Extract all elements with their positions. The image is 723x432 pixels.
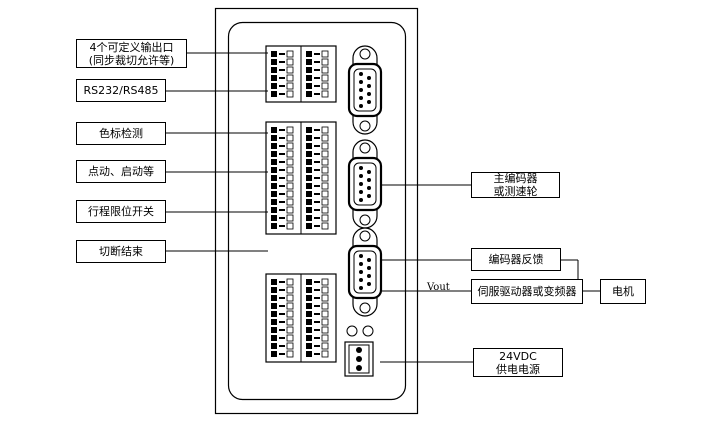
controller-panel xyxy=(227,21,407,401)
terminal-block xyxy=(265,45,337,103)
db9-connector xyxy=(347,45,383,135)
servo-driver-label: 伺服驱动器或变频器 xyxy=(471,279,583,304)
db9-connectors xyxy=(347,45,383,317)
main-encoder-line2: 或测速轮 xyxy=(493,185,538,198)
terminal-block xyxy=(265,273,337,363)
led-indicator xyxy=(346,325,358,337)
power-label-line1: 24VDC xyxy=(499,349,537,363)
power-label-line2: 供电电源 xyxy=(496,362,540,376)
led-indicator xyxy=(362,325,374,337)
main-encoder-line1: 主编码器 xyxy=(493,172,538,185)
jog-start-label-text: 点动、启动等 xyxy=(88,165,154,178)
servo-driver-label-text: 伺服驱动器或变频器 xyxy=(477,285,577,298)
motor-label: 电机 xyxy=(600,279,646,304)
color-mark-label-text: 色标检测 xyxy=(99,127,143,140)
serial-label: RS232/RS485 xyxy=(76,79,166,102)
terminal-blocks xyxy=(265,45,337,363)
db9-connector xyxy=(347,227,383,317)
serial-label-text: RS232/RS485 xyxy=(83,84,159,97)
limit-switch-label-text: 行程限位开关 xyxy=(88,205,154,218)
limit-switch-label: 行程限位开关 xyxy=(76,200,166,223)
encoder-feedback-label-text: 编码器反馈 xyxy=(488,253,544,266)
vout-label: Vout xyxy=(427,282,450,293)
db9-connector xyxy=(347,139,383,229)
power-connector xyxy=(344,341,374,377)
main-encoder-label: 主编码器 或测速轮 xyxy=(471,172,560,198)
outputs-label-line2: (同步裁切允许等) xyxy=(88,53,175,67)
terminal-block xyxy=(265,121,337,235)
cut-off-label: 切断结束 xyxy=(76,240,166,263)
jog-start-label: 点动、启动等 xyxy=(76,160,166,183)
power-label: 24VDC 供电电源 xyxy=(473,348,563,377)
outputs-label: 4个可定义输出口 (同步裁切允许等) xyxy=(76,39,187,68)
color-mark-label: 色标检测 xyxy=(76,122,166,145)
cut-off-label-text: 切断结束 xyxy=(99,245,143,258)
encoder-feedback-label: 编码器反馈 xyxy=(471,248,561,271)
outputs-label-line1: 4个可定义输出口 xyxy=(89,40,174,54)
motor-label-text: 电机 xyxy=(612,285,634,298)
